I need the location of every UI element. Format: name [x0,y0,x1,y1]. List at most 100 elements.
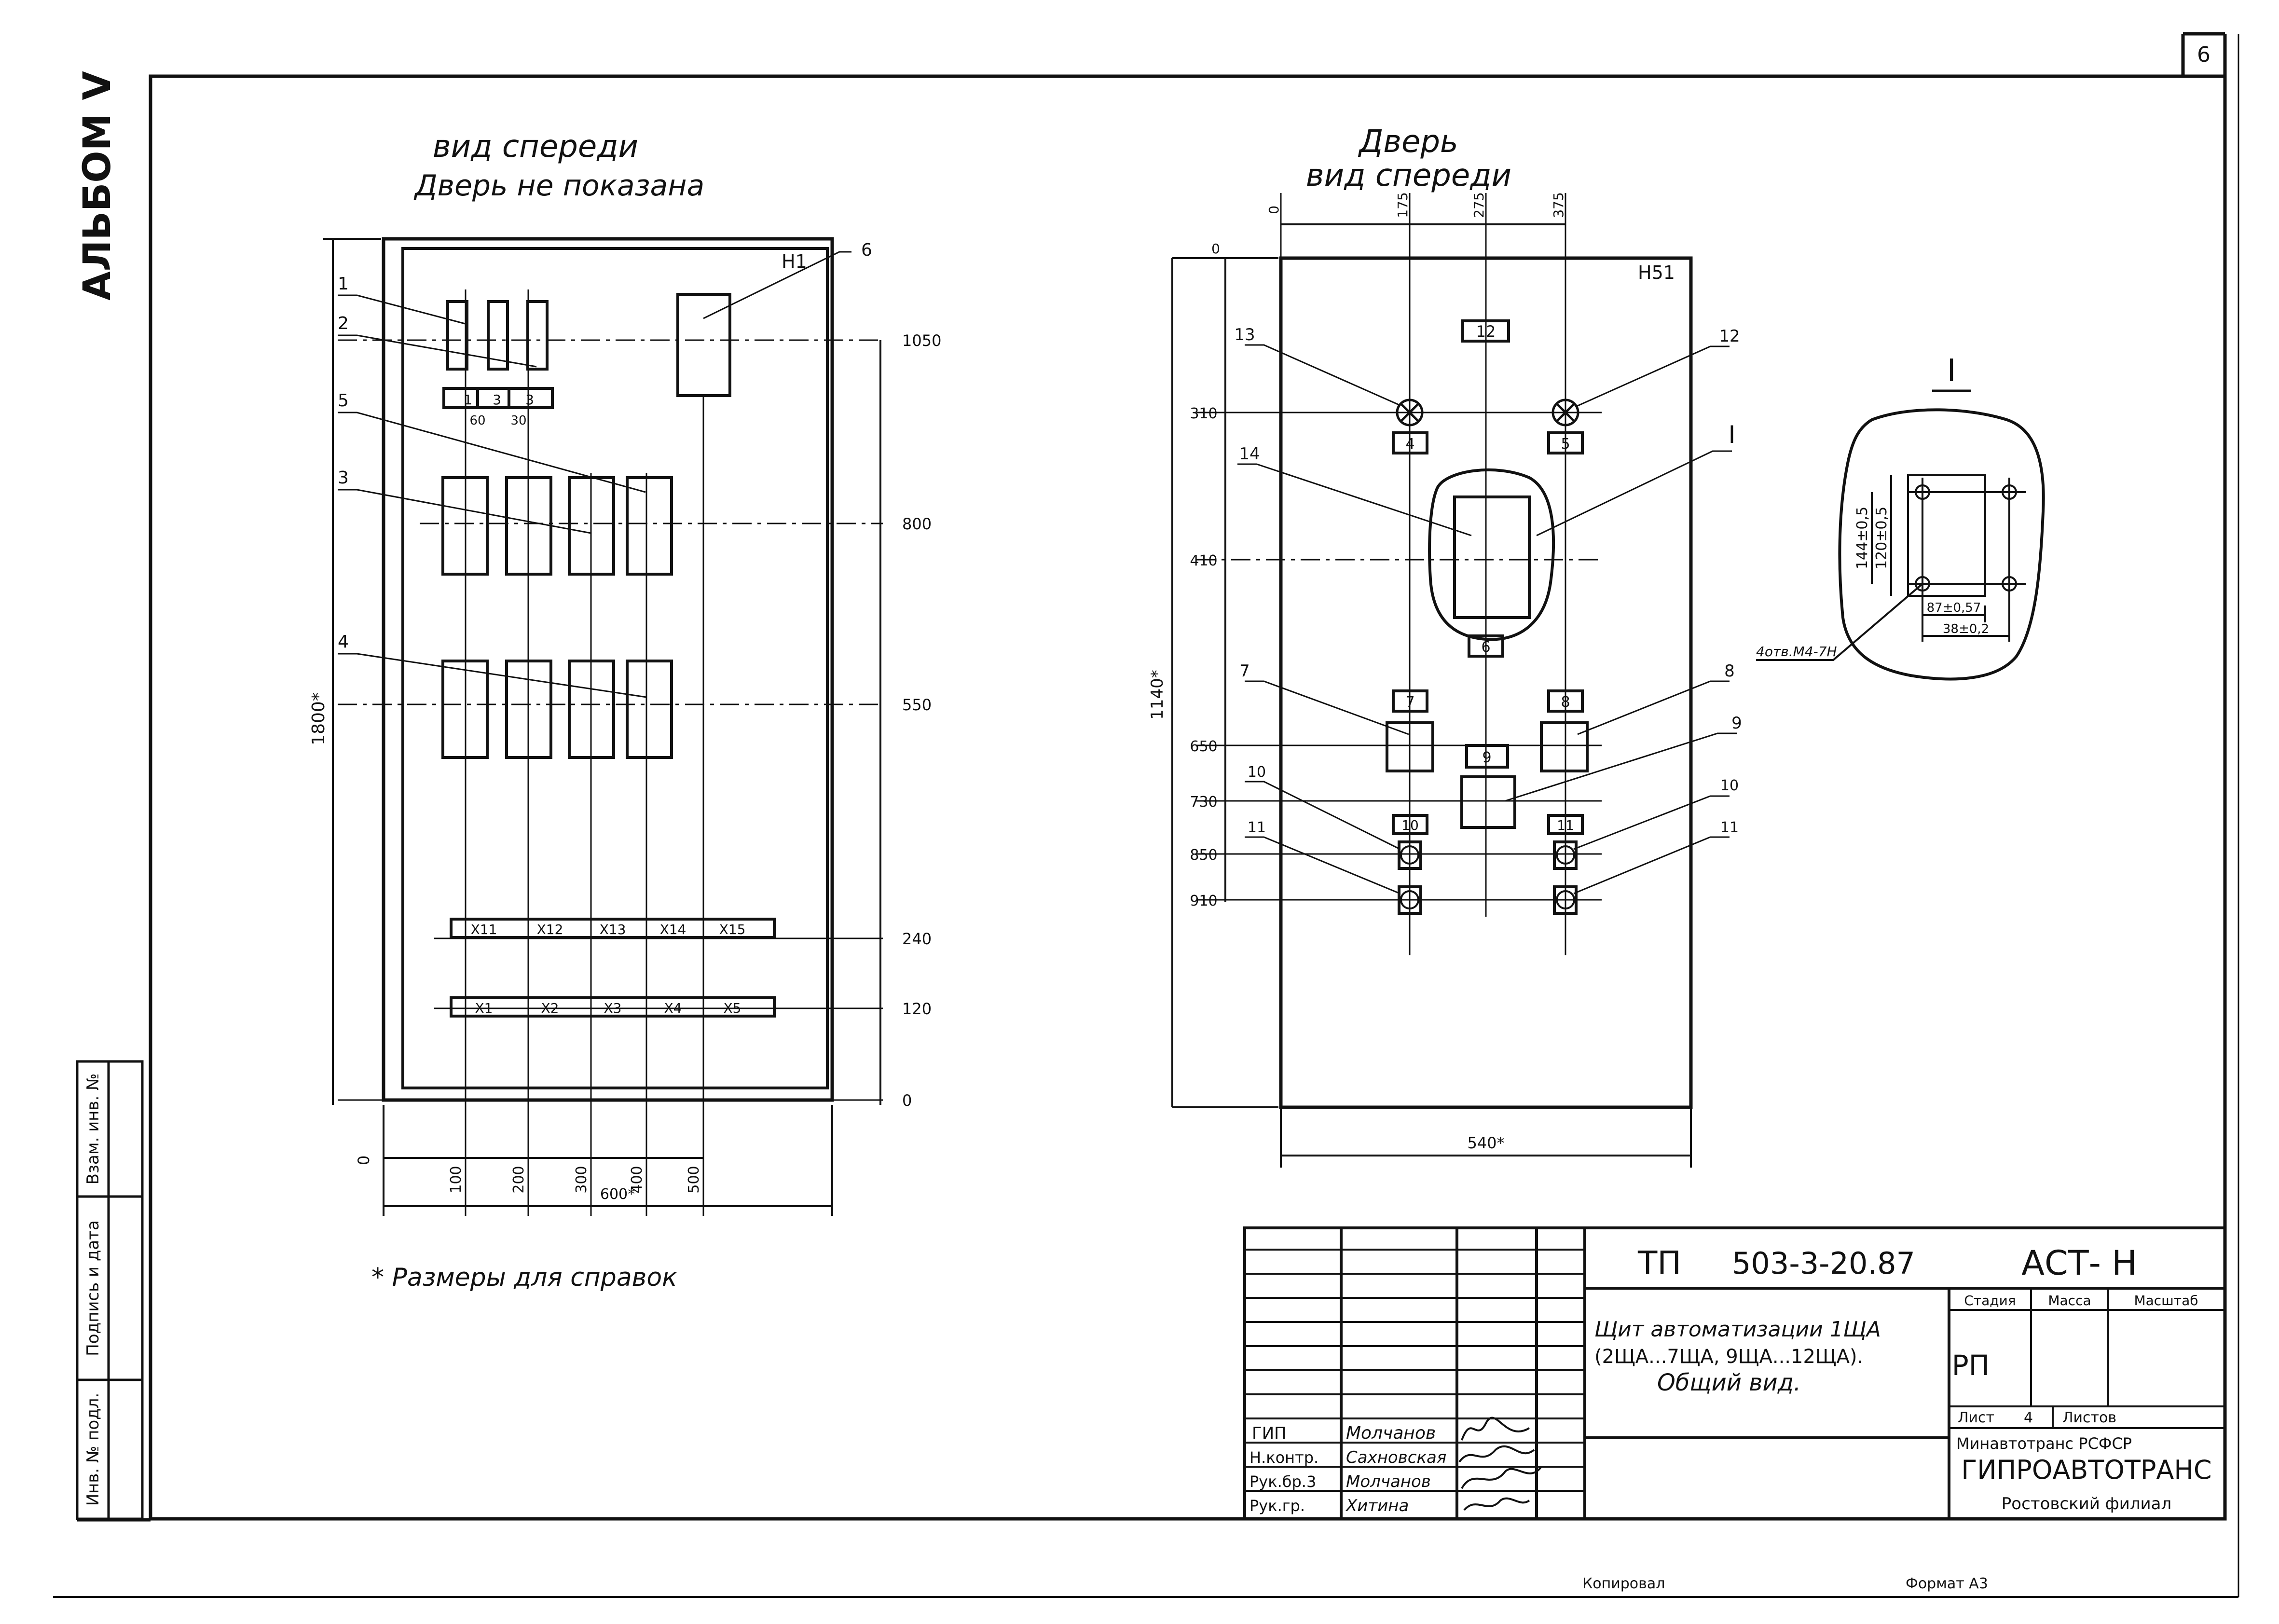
front-view-title: вид спереди [433,129,638,165]
person-name: Молчанов [1346,1472,1431,1491]
sheet-label: Лист [1958,1409,1994,1426]
album-label: АЛЬБОМ Ⅴ [76,71,119,301]
door-callout: 10 [1720,777,1739,794]
terminal-label: X13 [600,922,626,937]
org-name: Минавтотранс РСФСР [1956,1434,2132,1453]
terminal-label: X11 [471,922,497,937]
door-callout: 13 [1234,325,1255,344]
terminal-label: X4 [664,1000,682,1016]
title-block [1243,1226,2226,1520]
col-scale: Масштаб [2134,1293,2198,1308]
person-name: Сахновская [1346,1448,1446,1467]
detail-title: I [1947,353,1956,389]
top-dim: 0 [1266,206,1282,214]
left-level: 410 [1190,552,1217,569]
callout-number: 2 [338,314,349,333]
left-level: 730 [1190,794,1217,811]
doc-mark: АСТ- Н [2021,1243,2137,1283]
door-callout: 11 [1248,819,1266,836]
sheet-number: 6 [2197,42,2210,67]
detail-dim: 120±0,5 [1873,507,1890,569]
door-callout: 12 [1719,327,1740,346]
callout-number: 1 [338,274,349,294]
col-mass: Масса [2048,1293,2091,1308]
callout-number: 4 [338,632,349,652]
terminal-label: X5 [724,1000,741,1016]
detail-outline [1838,408,2045,681]
callout-number: 6 [861,240,872,260]
door-box-label: 6 [1481,639,1490,656]
height-dim: 1800* [309,692,329,745]
terminal-label: X1 [475,1000,493,1016]
x-dim: 200 [510,1166,527,1193]
left-level: 850 [1190,847,1217,864]
x-dim: 500 [686,1166,702,1193]
door-box-label: 7 [1405,694,1414,711]
left-level: 910 [1190,893,1217,909]
left-zero: 0 [1211,241,1220,257]
small-device-label: 1 [464,392,472,408]
level-dim: 120 [902,1000,932,1018]
door-panel-tag: Н51 [1638,262,1675,283]
small-device-label: 3 [493,392,501,408]
door-callout: I [1729,421,1736,449]
detail-dim: 87±0,57 [1927,601,1981,615]
stage-value: РП [1952,1349,1990,1382]
small-device-dim: 30 [510,413,526,428]
side-stamp-cell: Подпись и дата [83,1220,103,1356]
left-level: 650 [1190,738,1217,755]
role-label: ГИП [1252,1424,1287,1443]
doc-description: Щит автоматизации 1ЩА [1594,1317,1881,1342]
org-name: Ростовский филиал [2002,1494,2171,1514]
person-name: Молчанов [1346,1423,1436,1443]
door-callout: 10 [1248,764,1266,781]
door-callout: 7 [1239,661,1250,681]
door-box-label: 8 [1561,694,1570,711]
side-stamp-cell: Взам. инв. № [83,1073,103,1185]
window-cutout [1428,468,1555,641]
level-dim: 1050 [902,331,941,350]
door-callout: 8 [1724,661,1735,681]
terminal-label: X12 [537,922,563,937]
reference-note: * Размеры для справок [371,1263,677,1292]
door-box-label: 10 [1401,817,1419,833]
left-level: 310 [1190,405,1217,422]
top-dim: 375 [1551,192,1566,218]
footer-copied: Копировал [1582,1575,1665,1592]
role-label: Н.контр. [1249,1448,1318,1467]
door-box-label: 4 [1405,436,1414,453]
door-view-subtitle: вид спереди [1306,158,1511,193]
side-stamp-cell: Инв. № подл. [83,1393,103,1506]
door-box-label: 9 [1482,749,1491,766]
door-box-label: 12 [1476,322,1496,341]
door-view: Дверь вид спереди Н51 0 175 275 375 [1148,124,1742,1168]
door-height-dim: 1140* [1148,670,1167,720]
col-stage: Стадия [1964,1293,2016,1308]
terminal-label: X3 [604,1000,622,1016]
doc-code: ТП [1637,1244,1681,1281]
front-panel-tag: Н1 [782,251,807,272]
door-callout: 11 [1720,819,1739,836]
doc-description: Общий вид. [1657,1369,1801,1396]
terminal-label: X2 [541,1000,559,1016]
doc-description: (2ЩА...7ЩА, 9ЩА...12ЩА). [1594,1346,1863,1368]
terminal-label: X14 [660,922,686,937]
door-callout: 14 [1239,444,1260,464]
callout-number: 5 [338,391,349,411]
front-view-subtitle: Дверь не показана [413,169,705,203]
signatures [1458,1417,1542,1511]
bottom-zero: 0 [355,1156,373,1165]
org-name: ГИПРОАВТОТРАНС [1961,1455,2211,1485]
detail-holes-label: 4отв.М4-7Н [1756,644,1837,660]
small-device-dim: 60 [469,413,485,428]
sheet-value: 4 [2024,1409,2033,1426]
role-label: Рук.гр. [1249,1497,1305,1515]
door-callout: 9 [1731,714,1742,733]
terminal-label: X15 [719,922,746,937]
level-dim: 240 [902,930,932,948]
detail-view: I 144±0,5 120±0,5 87±0,57 38±0,2 4отв.М4… [1756,353,2045,681]
front-cabinet-inner [401,247,829,1089]
level-dim: 800 [902,515,932,533]
door-width-dim: 540* [1467,1134,1504,1152]
